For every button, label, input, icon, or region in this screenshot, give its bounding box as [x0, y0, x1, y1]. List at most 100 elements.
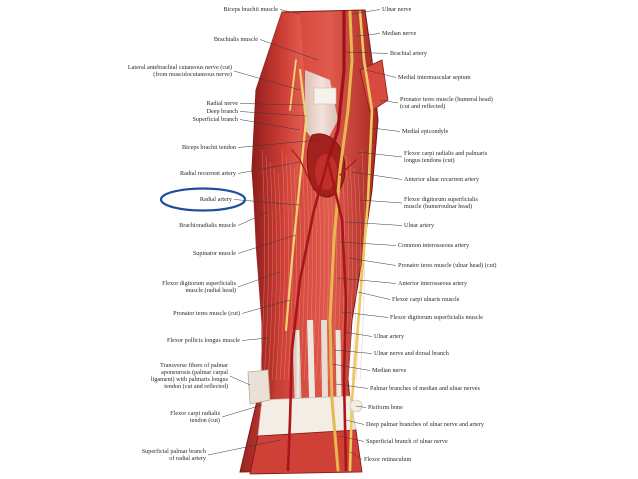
- label-line: Pronator teres muscle (ulnar head) (cut): [398, 262, 497, 269]
- label-common-interosseous-artery: Common interosseous artery: [398, 242, 469, 249]
- leader-anterior-ulnar-recurrent-artery: [351, 171, 403, 180]
- label-flexor-retinaculum: Flexor retinaculum: [364, 456, 411, 463]
- muscle-fiber: [347, 161, 353, 381]
- label-line: Brachial artery: [390, 50, 427, 57]
- label-radial-recurrent-artery: Radial recurrent artery: [180, 170, 236, 177]
- label-superficial-branch-ulnar-nerve: Superficial branch of ulnar nerve: [366, 438, 448, 445]
- label-line: Median nerve: [382, 30, 417, 37]
- leader-biceps-brachii-muscle: [279, 9, 301, 15]
- leader-medial-intermuscular-septum: [365, 69, 397, 78]
- label-line: tendon (cut and reflected): [164, 383, 228, 390]
- label-radial-nerve: Radial nerve: [207, 100, 238, 107]
- leader-ulnar-nerve: [351, 9, 381, 15]
- label-biceps-brachii-tendon: Biceps brachii tendon: [182, 144, 236, 151]
- leader-flexor-carpi-radialis-tendon-cut: [221, 404, 263, 418]
- label-line: Palmar branches of median and ulnar nerv…: [370, 385, 480, 392]
- label-ulnar-nerve-dorsal-branch: Ulnar nerve and dorsal branch: [374, 350, 449, 357]
- label-pronator-teres-muscle-cut: Pronator teres muscle (cut): [173, 310, 240, 317]
- label-line: Flexor pollicis longus muscle: [166, 337, 240, 344]
- leader-flexor-digitorum-superficialis-humeroulnar: [359, 199, 403, 204]
- label-anterior-ulnar-recurrent-artery: Anterior ulnar recurrent artery: [404, 176, 479, 183]
- label-line: Brachialis muscle: [213, 36, 258, 43]
- muscle-fiber: [279, 149, 285, 381]
- label-medial-epicondyle: Medial epicondyle: [402, 128, 448, 135]
- leader-flexor-pollicis-longus-muscle: [241, 337, 269, 341]
- label-deep-branch: Deep branch: [207, 108, 238, 115]
- label-ulnar-artery-lower: Ulnar artery: [374, 333, 404, 340]
- label-palmar-branches-median-ulnar: Palmar branches of median and ulnar nerv…: [370, 385, 480, 392]
- label-line: Transverse fibers of palmar: [160, 362, 228, 369]
- muscle-fiber: [303, 155, 309, 381]
- leader-transverse-fibers-palmar-aponeurosis: [229, 375, 251, 386]
- leader-flexor-retinaculum: [349, 451, 363, 460]
- label-line: longus tendons (cut): [404, 157, 455, 164]
- label-line: Anterior interosseous artery: [398, 280, 468, 287]
- leader-anterior-interosseous-artery: [337, 277, 397, 284]
- leader-ulnar-nerve-dorsal-branch: [333, 349, 373, 354]
- label-line: Flexor digitorum superficialis muscle: [390, 314, 483, 321]
- label-line: Flexor digitorum superficialis: [162, 280, 236, 287]
- label-pronator-teres-humeral-head: Pronator teres muscle (humeral head)(cut…: [400, 96, 493, 110]
- label-biceps-brachii-muscle: Biceps brachii muscle: [223, 6, 278, 13]
- hand-base: [249, 429, 363, 475]
- leader-lines: [207, 9, 403, 460]
- leader-pronator-teres-muscle-cut: [241, 299, 291, 314]
- label-pisiform-bone: Pisiform bone: [368, 404, 403, 411]
- biceps-aponeurosis: [313, 87, 337, 105]
- palmar-aponeurosis-flap: [247, 369, 271, 405]
- leader-flexor-carpi-radialis-palmaris-longus-tendons: [357, 151, 403, 158]
- label-line: ligament) with palmaris longus: [150, 376, 228, 383]
- label-line: Medial epicondyle: [402, 128, 449, 135]
- flexor-retinaculum-shape: [257, 395, 357, 437]
- label-line: Radial recurrent artery: [180, 170, 236, 177]
- leader-radial-nerve: [239, 103, 305, 106]
- leader-ulnar-artery-lower: [343, 331, 373, 337]
- leader-superficial-branch: [239, 119, 301, 131]
- label-line: Superficial branch: [192, 116, 238, 123]
- label-brachialis-muscle: Brachialis muscle: [214, 36, 258, 43]
- label-line: Flexor carpi radialis and palmaris: [404, 150, 488, 157]
- muscle-fiber: [275, 173, 281, 381]
- label-deep-palmar-branches-ulnar: Deep palmar branches of ulnar nerve and …: [366, 421, 484, 428]
- muscle-fiber: [267, 161, 273, 381]
- label-line: Biceps brachii tendon: [182, 144, 236, 151]
- label-line: Flexor carpi radialis: [170, 410, 220, 417]
- label-lateral-antebrachial-cutaneous-nerve: Lateral antebrachial cutaneous nerve (cu…: [128, 64, 232, 78]
- muscle-fiber: [259, 149, 265, 381]
- label-pronator-teres-ulnar-head: Pronator teres muscle (ulnar head) (cut): [398, 262, 496, 269]
- label-line: Biceps brachii muscle: [223, 6, 278, 13]
- label-line: Ulnar nerve and dorsal branch: [374, 350, 449, 357]
- muscle-fiber: [359, 149, 365, 381]
- leader-brachioradialis-muscle: [237, 211, 269, 226]
- nerves: [284, 10, 374, 472]
- leader-common-interosseous-artery: [339, 241, 397, 246]
- label-ulnar-nerve: Ulnar nerve: [382, 6, 411, 13]
- leader-flexor-digitorum-superficialis-radial-head: [237, 271, 281, 288]
- label-line: Anterior ulnar recurrent artery: [404, 176, 480, 183]
- arteries: [286, 10, 357, 472]
- leader-pisiform-bone: [355, 405, 367, 408]
- label-medial-intermuscular-septum: Medial intermuscular septum: [398, 74, 471, 81]
- label-line: Radial nerve: [206, 100, 238, 107]
- label-flexor-carpi-ulnaris-muscle: Flexor carpi ulnaris muscle: [392, 296, 460, 303]
- label-median-nerve: Median nerve: [382, 30, 416, 37]
- label-line: Lateral antebrachial cutaneous nerve (cu…: [127, 64, 232, 71]
- muscle-fiber: [351, 167, 357, 381]
- leader-deep-palmar-branches-ulnar: [345, 419, 365, 425]
- leader-medial-epicondyle: [371, 127, 401, 132]
- muscle-belly-highlight: [315, 154, 337, 190]
- label-line: muscle (humeroulnar head): [404, 203, 473, 210]
- label-line: muscle (radial head): [185, 287, 236, 294]
- label-line: Superficial palmar branch: [141, 448, 206, 455]
- leader-pronator-teres-humeral-head: [379, 99, 399, 104]
- label-line: Pronator teres muscle (humeral head): [400, 96, 493, 103]
- label-line: Supinator muscle: [192, 250, 236, 257]
- label-line: Brachioradialis muscle: [179, 222, 236, 229]
- leader-palmar-branches-median-ulnar: [335, 383, 369, 389]
